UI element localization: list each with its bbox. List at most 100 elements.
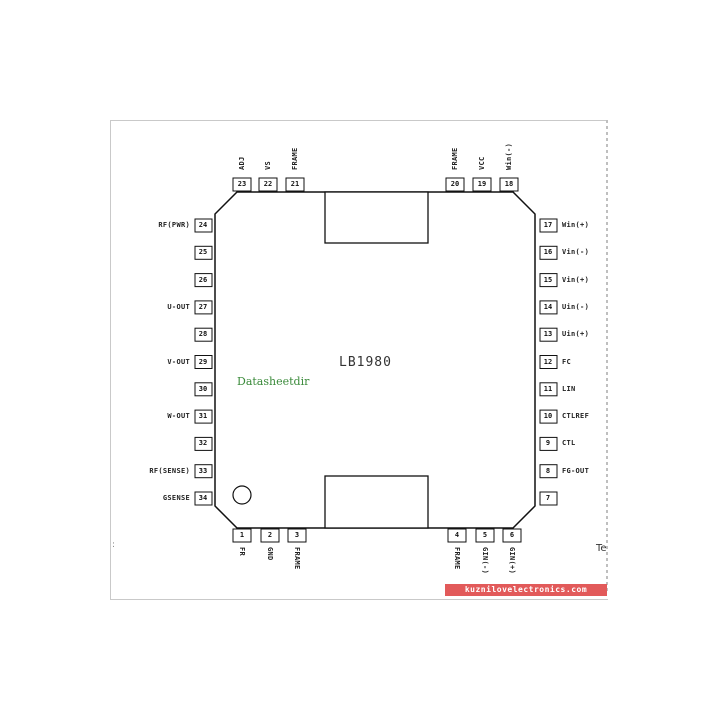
pin-number-bottom: 2 (267, 531, 273, 539)
pin-box-top (285, 177, 305, 192)
pin-number-right: 11 (543, 384, 553, 393)
pin-number-bottom: 1 (239, 531, 245, 539)
pin-label-bottom: FRAME (453, 547, 461, 570)
pin-box-top (258, 177, 278, 192)
pin-box-bottom (287, 528, 307, 543)
pin-label-bottom: FRAME (293, 547, 301, 570)
pin-number-bottom: 6 (509, 531, 515, 539)
pin-label-right: LIN (562, 384, 576, 393)
pin-number-top: 23 (237, 180, 247, 188)
pin-number-right: 17 (543, 221, 553, 229)
pin-label-right: CTLREF (562, 412, 590, 421)
pin-box-left (194, 245, 213, 260)
pin-box-left (194, 300, 213, 315)
pin-number-left: 31 (198, 412, 208, 421)
pin-label-top: VCC (478, 156, 486, 170)
pin-label-bottom: GIN(+) (508, 547, 516, 575)
pin-label-right: FC (562, 357, 572, 366)
pin-box-left (194, 218, 213, 233)
pin-label-right: Uin(-) (562, 302, 590, 311)
pin-box-left (194, 491, 213, 506)
pin-box-top (445, 177, 465, 192)
pin1-marker (232, 485, 252, 505)
pin-number-right: 10 (543, 412, 553, 421)
dotted-right-border (606, 120, 608, 592)
pin-box-bottom (502, 528, 522, 543)
bottom-heatsink-tab (324, 475, 429, 529)
pin-number-right: 15 (543, 275, 553, 284)
pin-box-right (539, 218, 558, 233)
pin-label-bottom: GND (266, 547, 274, 561)
pin-number-top: 19 (477, 180, 487, 188)
pin-number-right: 8 (545, 466, 551, 475)
pin-label-left: RF(PWR) (158, 221, 190, 229)
pin-label-right: FG-OUT (562, 466, 590, 475)
pin-label-right: Vin(-) (562, 248, 590, 257)
pin-label-left: W-OUT (167, 412, 190, 421)
pin-number-left: 32 (198, 439, 208, 448)
pin-number-left: 25 (198, 248, 208, 257)
pin-box-right (539, 273, 558, 288)
pin-box-right (539, 382, 558, 397)
pin-label-right: Vin(+) (562, 275, 590, 284)
chip-body (214, 191, 536, 529)
pin-box-bottom (232, 528, 252, 543)
pin-label-top: VS (264, 160, 272, 170)
pin-number-top: 21 (290, 180, 300, 188)
pin-number-bottom: 5 (482, 531, 488, 539)
pin-box-left (194, 327, 213, 342)
pin-number-right: 14 (543, 302, 553, 311)
pin-label-top: FRAME (451, 147, 459, 170)
pin-number-bottom: 3 (294, 531, 300, 539)
pin-box-right (539, 355, 558, 369)
pin-label-bottom: FR (238, 547, 246, 557)
top-heatsink-tab (324, 191, 429, 244)
pin-box-left (194, 436, 213, 451)
pin-box-left (194, 409, 213, 424)
pin-label-right: Win(+) (562, 221, 590, 229)
pin-label-right: Uin(+) (562, 330, 590, 339)
pin-box-right (539, 464, 558, 479)
pin-box-bottom (447, 528, 467, 543)
pin-box-right (539, 245, 558, 260)
cropped-text: Te (596, 543, 607, 554)
pin-box-top (499, 177, 519, 192)
pin-number-top: 18 (504, 180, 514, 188)
pin-label-top: FRAME (291, 147, 299, 170)
pin-number-bottom: 4 (454, 531, 460, 539)
pin-box-bottom (475, 528, 495, 543)
pin-box-right (539, 409, 558, 424)
pin-number-right: 7 (545, 494, 551, 502)
chip-name: LB1980 (339, 355, 392, 370)
pin-label-left: GSENSE (162, 494, 190, 502)
pin-label-right: CTL (562, 439, 576, 448)
pin-box-bottom (260, 528, 280, 543)
pin-number-right: 9 (545, 439, 551, 448)
pin-number-right: 16 (543, 248, 553, 257)
pin-label-left: RF(SENSE) (149, 466, 190, 475)
watermark-text: Datasheetdir (237, 375, 310, 388)
pin-box-right (539, 491, 558, 506)
pin-number-left: 34 (198, 494, 208, 502)
pin-label-top: Win(-) (505, 142, 513, 170)
pin-number-top: 22 (263, 180, 273, 188)
pin-box-left (194, 355, 213, 369)
pin-box-right (539, 300, 558, 315)
pin-number-left: 30 (198, 384, 208, 393)
pin-number-left: 33 (198, 466, 208, 475)
pin-box-left (194, 464, 213, 479)
pin-number-left: 24 (198, 221, 208, 229)
pin-label-left: U-OUT (167, 302, 190, 311)
pin-label-bottom: GIN(-) (481, 547, 489, 575)
pin-number-right: 13 (543, 330, 553, 339)
pin-label-top: ADJ (238, 156, 246, 170)
pin-number-top: 20 (450, 180, 460, 188)
pin-number-left: 28 (198, 330, 208, 339)
site-badge: kuznilovelectronics.com (445, 584, 607, 596)
diagram-frame (110, 120, 608, 600)
pin-box-left (194, 273, 213, 288)
pin-box-top (232, 177, 252, 192)
stray-mark: : (112, 540, 116, 550)
pin-box-top (472, 177, 492, 192)
